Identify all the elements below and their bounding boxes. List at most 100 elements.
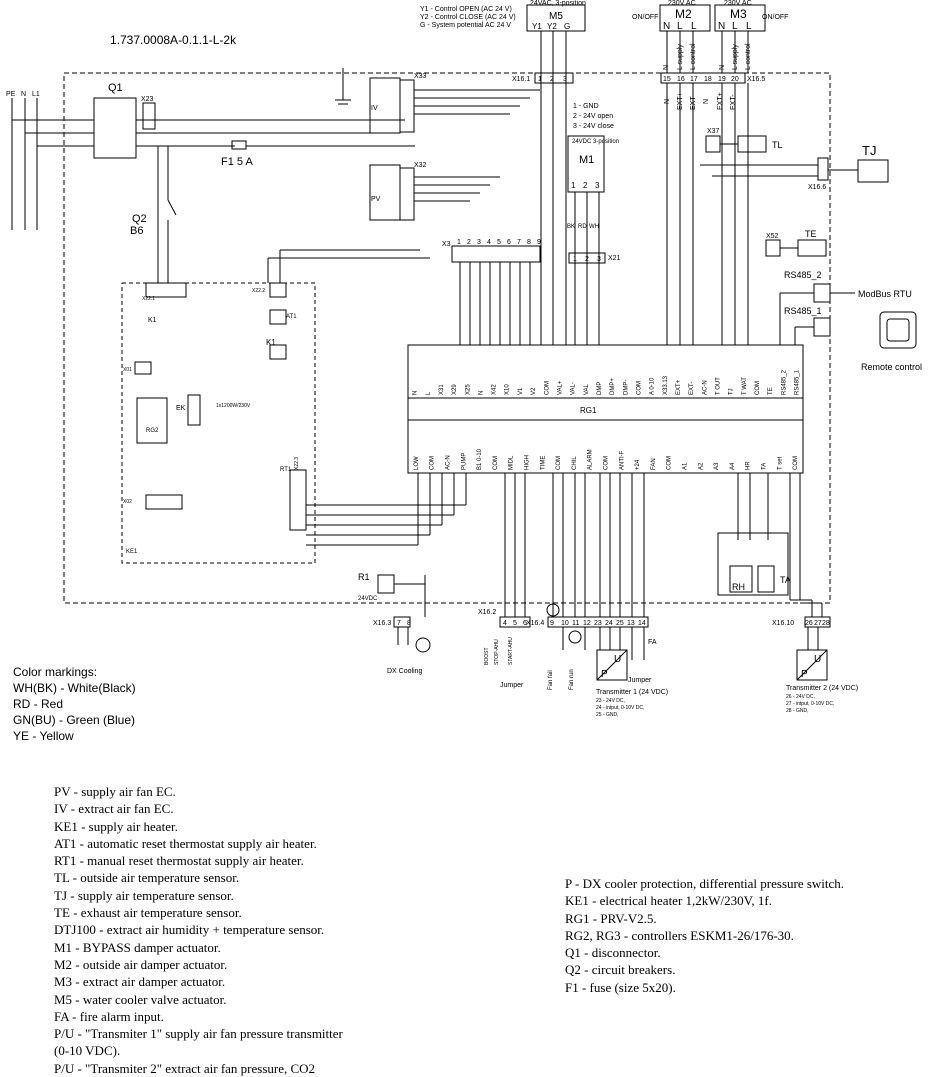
x16-4-pin-23: 23	[594, 620, 602, 627]
rg1-label: RG1	[580, 406, 597, 415]
x16-3-label: X16.3	[373, 620, 391, 627]
jumper-1-label: Jumper	[500, 682, 524, 689]
document-code: 1.737.0008A-0.1.1-L-2k	[110, 33, 237, 47]
m2-pin-n: N	[663, 21, 670, 32]
x16-4-pin-11: 11	[572, 620, 579, 627]
x3-pin-5: 5	[497, 239, 501, 246]
x3-pin-4: 4	[487, 239, 491, 246]
x16-4-pin-9: 9	[550, 620, 554, 627]
x16-5-ext-m1: EXT-	[690, 94, 697, 110]
u2-label: U	[814, 654, 821, 665]
rg1-bottom-pin-17: A1	[683, 462, 689, 470]
rg1-bottom-pin-5: COM	[493, 456, 499, 470]
x16-10-pin-27: 27	[814, 620, 822, 627]
heater-enclosure	[121, 282, 316, 564]
q1-disconnector	[93, 97, 137, 159]
rg1-bottom-pin-22: TA	[762, 463, 768, 470]
wiring-diagram: 1.737.0008A-0.1.1-L-2k Y1 - Control OPEN…	[6, 0, 922, 718]
x16-1-pin-2: 2	[550, 76, 554, 83]
remote-control	[879, 311, 917, 349]
m1-wire-wh: WH	[589, 224, 599, 230]
r1-label: R1	[358, 572, 370, 582]
legend-item: TJ - supply air temperature sensor.	[54, 887, 234, 903]
x37-label: X37	[707, 128, 720, 135]
legend-item: M1 - BYPASS damper actuator.	[54, 939, 221, 955]
legend-item: P - DX cooler protection, differential p…	[565, 876, 845, 891]
x16-1-pin-1: 1	[538, 76, 542, 83]
q1-label: Q1	[108, 82, 123, 94]
x16-5-pin-19: 19	[718, 76, 726, 83]
rg1-bottom-pin-21: HR	[746, 461, 752, 470]
rg1-bottom-pin-20: A4	[730, 462, 736, 470]
x23-label: X23	[141, 96, 154, 103]
jumper-2-label: Jumper	[628, 677, 652, 684]
transmitter-1-pin-24: 24 - intput, 0-10V DC,	[596, 705, 644, 711]
q2-label: Q2	[132, 213, 147, 225]
transmitter-2-label: Transmitter 2 (24 VDC)	[786, 685, 858, 692]
rg1-top-pin-5: N	[478, 391, 484, 395]
rg1-top-pin-23: T OUT	[715, 377, 721, 395]
x16-5-pin-20: 20	[731, 76, 739, 83]
rg1-bottom-pin-19: A3	[714, 462, 720, 470]
ta-label: TA	[780, 575, 791, 585]
x16-10-pin-26: 26	[805, 620, 813, 627]
rg1-top-pin-10: COM	[544, 381, 550, 395]
x22-3-label: X22.3	[294, 457, 300, 470]
x16-1-label: X16.1	[512, 76, 530, 83]
x3-pin-8: 8	[527, 239, 531, 246]
x16-5-ext-n2: N	[703, 99, 710, 104]
m5-legend-y1: Y1 - Control OPEN (AC 24 V)	[420, 6, 512, 13]
transmitter-2-pin-26: 26 - 24V DC,	[786, 694, 815, 700]
x16-4-pin-25: 25	[616, 620, 624, 627]
x16-10-pin-28: 28	[822, 620, 830, 627]
x16-3-pin-8: 8	[407, 620, 411, 627]
x16-2-pin-6: 6	[523, 620, 527, 627]
x16-2-pin-4: 4	[503, 620, 507, 627]
legend-item: RG2, RG3 - controllers ESKM1-26/176-30.	[565, 927, 794, 943]
tj-label: TJ	[862, 143, 876, 158]
legend-left: PV - supply air fan EC. IV - extract air…	[54, 783, 343, 1077]
color-marking-item: YE - Yellow	[13, 729, 74, 743]
transmitter-2	[796, 649, 828, 681]
x16-5-pin-16: 16	[677, 76, 685, 83]
m2-actuator	[659, 4, 711, 32]
x21-pin-3: 3	[597, 256, 601, 263]
m3-wire-lsupply: L supply	[732, 44, 739, 70]
fuse-f1	[231, 140, 247, 150]
fan-fail-lamp	[546, 603, 560, 617]
legend-item: AT1 - automatic reset thermostat supply …	[54, 835, 317, 851]
rg1-top-pin-3: X29	[452, 384, 458, 395]
m3-wire-n: N	[719, 65, 726, 70]
fa-label: FA	[648, 639, 657, 646]
dx-pressure-switch	[415, 637, 431, 653]
x16-5-ext-n1: N	[664, 99, 671, 104]
x02-label: X02	[123, 499, 132, 505]
rg1-bottom-pin-18: A2	[698, 462, 704, 470]
rg1-bottom-pin-8: TIME	[540, 456, 546, 470]
m2-wire-lsupply: L supply	[677, 44, 684, 70]
x52-label: X52	[766, 233, 779, 240]
rg1-bottom-pin-2: AC-N	[446, 455, 452, 470]
m3-pin-n: N	[718, 21, 725, 32]
rg1-top-pin-25: T WAT	[742, 377, 748, 395]
rg1-bottom-pin-16: COM	[667, 456, 673, 470]
x21-label: X21	[608, 255, 621, 262]
x16-10-label: X16.10	[772, 620, 794, 627]
rg1-bottom-pin-14: +24	[635, 459, 641, 470]
x16-4-pin-24: 24	[605, 620, 613, 627]
tl-sensor	[737, 135, 767, 153]
rg1-top-pin-20: EXT+	[676, 379, 682, 395]
rg1-bottom-pin-23: T set	[777, 456, 783, 470]
m1-actuator	[567, 135, 605, 193]
color-marking-item: RD - Red	[13, 697, 64, 711]
rg1-top-pin-8: V1	[518, 387, 524, 395]
rg2-label: RG2	[146, 428, 159, 434]
x3-pin-1: 1	[457, 239, 461, 246]
x16-5-ext-m2: EXT-	[730, 94, 737, 110]
x16-1-pin-3: 3	[563, 76, 567, 83]
rg1-top-pin-22: AC-N	[702, 380, 708, 395]
rg1-top-pin-4: X25	[465, 384, 471, 395]
x3-pin-9: 9	[537, 239, 541, 246]
